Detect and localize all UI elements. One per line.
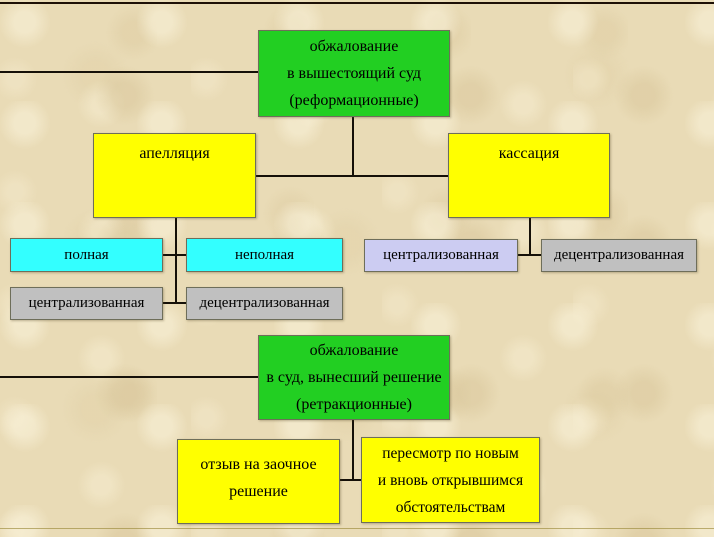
node-cassation: кассация bbox=[448, 133, 610, 218]
connector-left-to-retraction bbox=[0, 376, 259, 378]
node-appeal-same-court: обжалование в суд, вынесший решение (рет… bbox=[258, 335, 450, 420]
connector-reformation-down bbox=[352, 117, 354, 176]
connector-left-to-reformation bbox=[0, 71, 259, 73]
node-text-line: кассация bbox=[498, 145, 560, 162]
connector-appellation-down bbox=[175, 218, 177, 304]
connector-recall-review bbox=[340, 479, 362, 481]
node-text-line: решение bbox=[229, 483, 288, 500]
connector-retraction-down bbox=[352, 420, 354, 481]
top-rule bbox=[0, 2, 714, 4]
node-review-new-circumstances: пересмотр по новым и вновь открывшимся о… bbox=[361, 437, 540, 523]
node-text-line: и вновь открывшимся bbox=[377, 471, 524, 489]
node-centralized-right: централизованная bbox=[364, 239, 518, 272]
node-text-line: обжалование bbox=[309, 38, 399, 55]
bottom-rule bbox=[0, 528, 714, 529]
connector-centralized-right-row bbox=[518, 254, 541, 256]
node-text-line: централизованная bbox=[383, 247, 499, 263]
node-text-line: централизованная bbox=[28, 295, 145, 311]
node-text-line: децентрализованная bbox=[553, 247, 685, 263]
connector-appellation-cassation bbox=[255, 175, 448, 177]
node-decentralized-right: децентрализованная bbox=[541, 239, 697, 272]
node-appeal-superior-court: обжалование в вышестоящий суд (реформаци… bbox=[258, 30, 450, 117]
node-text-line: децентрализованная bbox=[199, 295, 330, 311]
node-text-line: (реформационные) bbox=[289, 92, 419, 109]
node-incomplete: неполная bbox=[186, 238, 343, 272]
connector-centralized-left-row bbox=[163, 302, 186, 304]
node-full: полная bbox=[10, 238, 163, 272]
node-recall-default-judgment: отзыв на заочное решение bbox=[177, 439, 340, 524]
node-text-line: пересмотр по новым bbox=[382, 444, 519, 462]
node-text-line: в суд, вынесший решение bbox=[266, 369, 442, 386]
node-text-line: полная bbox=[64, 246, 109, 263]
node-text-line: апелляция bbox=[139, 145, 210, 162]
node-appellation: апелляция bbox=[93, 133, 256, 218]
node-centralized-left: централизованная bbox=[10, 287, 163, 320]
node-text-line: обжалование bbox=[309, 342, 399, 359]
connector-cassation-down bbox=[529, 218, 531, 256]
connector-full-incomplete bbox=[163, 254, 186, 256]
node-text-line: в вышестоящий суд bbox=[286, 65, 422, 82]
node-text-line: обстоятельствам bbox=[395, 498, 506, 516]
node-text-line: неполная bbox=[234, 246, 295, 263]
node-decentralized-left: децентрализованная bbox=[186, 287, 343, 320]
node-text-line: отзыв на заочное bbox=[200, 456, 317, 473]
node-text-line: (ретракционные) bbox=[296, 396, 412, 413]
